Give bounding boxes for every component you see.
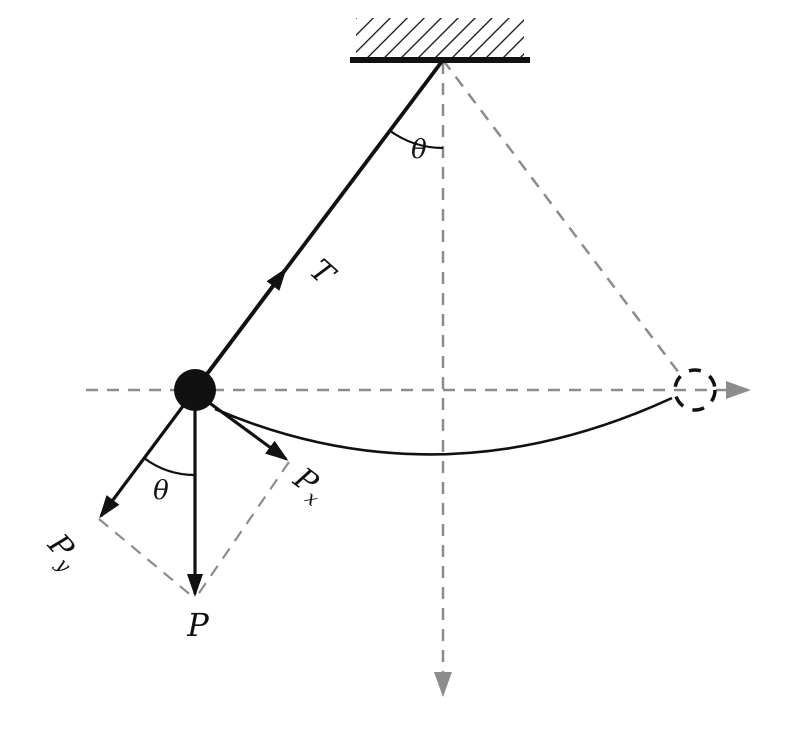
- weight-y-label: Py: [37, 527, 88, 577]
- ceiling-hatch: [356, 18, 524, 58]
- mirror-bob-dashed: [673, 368, 717, 412]
- angle-arc-top: [388, 129, 444, 150]
- angle-label-top: θ: [411, 135, 427, 165]
- tension-label: T: [303, 253, 343, 294]
- angle-arc-bob: [143, 457, 196, 477]
- mirror-rod-dashed: [442, 59, 683, 378]
- swing-arc: [214, 396, 673, 456]
- weight-x-arrow: [199, 394, 289, 461]
- weight-y-arrow: [99, 389, 197, 519]
- parallelogram-edge-left: [98, 518, 194, 598]
- parallelogram-edge-right: [196, 461, 290, 597]
- angle-label-bob: θ: [153, 476, 169, 506]
- weight-label: P: [186, 606, 209, 644]
- pendulum-bob: [174, 369, 216, 411]
- weight-x-label: Px: [284, 460, 333, 511]
- tension-arrow: [193, 267, 287, 392]
